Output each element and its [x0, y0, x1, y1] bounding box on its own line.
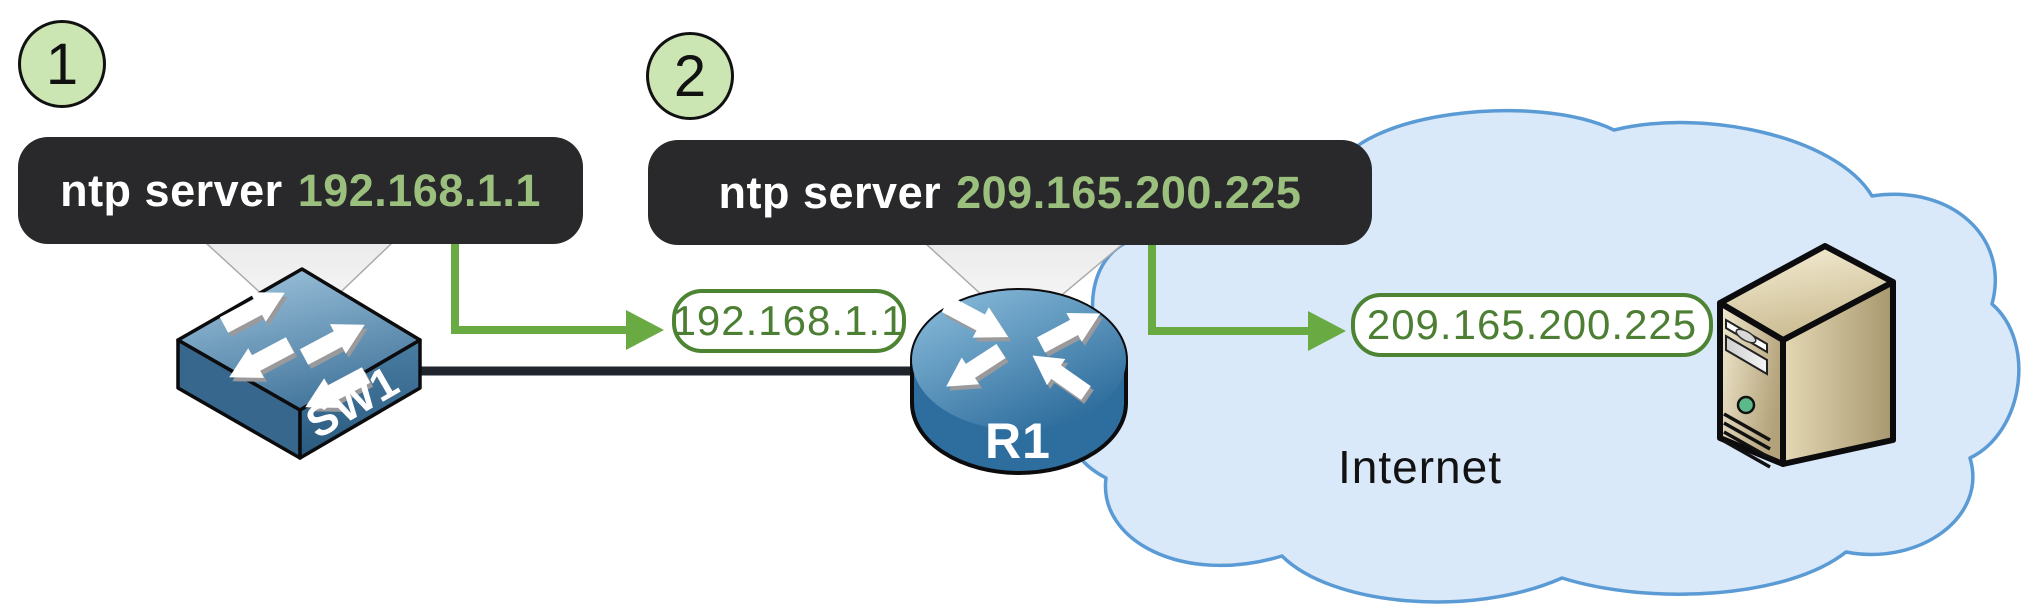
arrowhead-2: [1308, 311, 1346, 351]
internet-label-text: Internet: [1338, 441, 1502, 493]
switch-icon: SW1: [176, 267, 422, 460]
config-arrow-1: [451, 244, 664, 350]
ntp-command-box-2: ntp server 209.165.200.225: [648, 140, 1372, 245]
command-ip-2: 209.165.200.225: [956, 166, 1302, 218]
server-drive-slot-2: [1725, 334, 1768, 376]
command-ip-1: 192.168.1.1: [297, 164, 541, 216]
step-number-1: 1: [45, 31, 79, 97]
internet-label: Internet: [1300, 441, 1540, 493]
ip-label-lan: 192.168.1.1: [672, 289, 906, 353]
command-keyword-1: ntp server: [60, 164, 283, 216]
config-arrow-2: [1148, 245, 1346, 351]
router-label: R1: [985, 413, 1051, 469]
server-tower-icon: [1717, 243, 1896, 469]
step-badge-2: 2: [646, 32, 734, 120]
arrowhead-1: [626, 310, 664, 350]
ip-label-wan-text: 209.165.200.225: [1366, 301, 1698, 348]
step-badge-1: 1: [18, 20, 106, 108]
server-power-led: [1736, 395, 1756, 415]
step-number-2: 2: [673, 43, 707, 109]
command-keyword-2: ntp server: [718, 166, 942, 218]
ip-label-wan: 209.165.200.225: [1351, 293, 1713, 357]
server-vents: [1723, 412, 1771, 469]
ip-label-lan-text: 192.168.1.1: [672, 297, 906, 344]
ntp-command-box-1: ntp server 192.168.1.1: [18, 137, 583, 244]
server-drive-tray: [1735, 328, 1757, 344]
router-icon: R1: [910, 288, 1128, 475]
